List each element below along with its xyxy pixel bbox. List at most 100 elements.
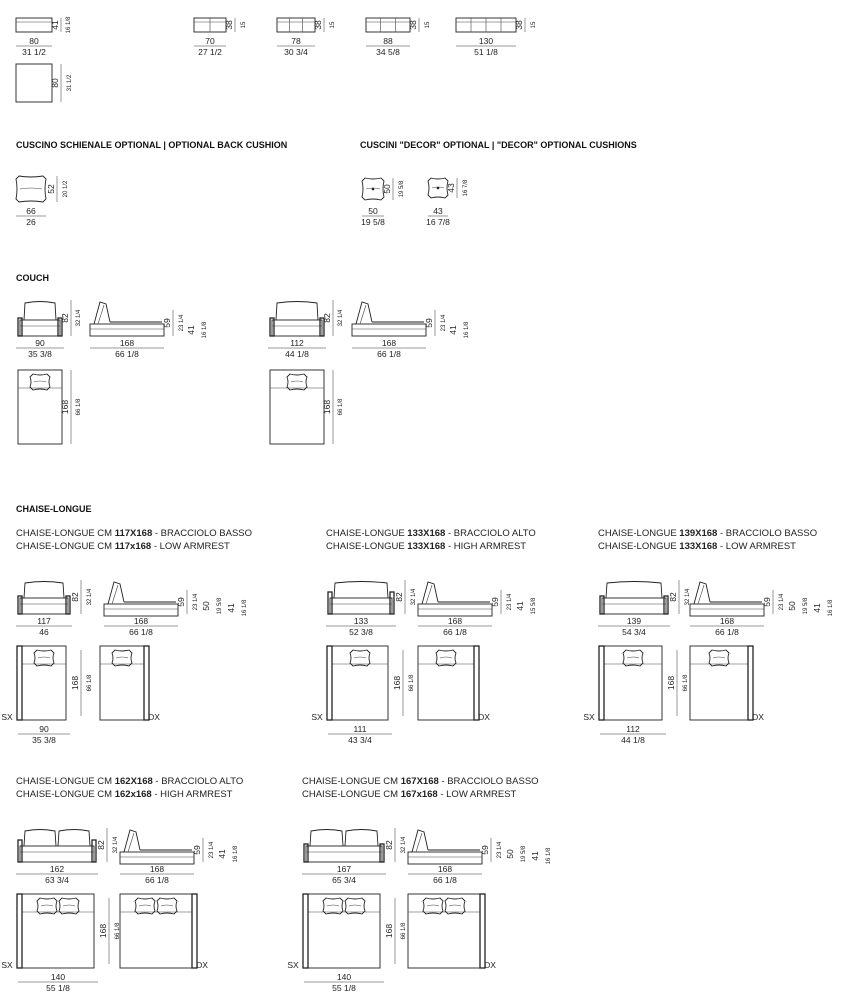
armrest [599, 595, 605, 615]
caption-prefix: CHAISE-LONGUE CM [16, 776, 115, 787]
chaise-height-in: 32 1/4 [113, 836, 119, 853]
caption-prefix: CHAISE-LONGUE CM [302, 789, 401, 800]
caption-prefix: CHAISE-LONGUE [326, 528, 407, 539]
back-cushion [23, 581, 65, 599]
chaise-seat-height-cm: 59 [192, 845, 202, 855]
chaise-width-cm: 117 [37, 616, 51, 626]
chaise-depth-in: 66 1/8 [401, 922, 407, 939]
plan-armrest [479, 893, 486, 969]
backrest [693, 581, 711, 605]
caption-size: 167x168 [401, 789, 438, 800]
chaise-plan-dx-3 [689, 645, 754, 721]
chaise-plan-width-in: 55 1/8 [46, 983, 70, 993]
couch-height-in: 32 1/4 [338, 309, 344, 326]
armrest [17, 317, 23, 337]
chaise-height-cm: 82 [384, 840, 394, 850]
chaise-width-in: 52 3/8 [349, 627, 373, 637]
chaise-plan-sx-4 [16, 893, 95, 969]
pouf-depth-cm: 80 [50, 78, 60, 88]
back-unit-width-cm: 70 [205, 36, 215, 46]
back-cushion-drawing [15, 175, 47, 203]
backrest-seam [697, 584, 705, 605]
armrest [303, 843, 309, 863]
couch-seat-height-in: 23 1/4 [441, 314, 447, 331]
chaise-side-4 [119, 829, 195, 865]
chaise-seat-cm: 41 [530, 851, 540, 861]
chaise-length-cm: 168 [150, 864, 164, 874]
back-unit-height-cm: 38 [224, 20, 234, 30]
couch-depth-cm: 168 [60, 400, 70, 414]
plan-pillow [29, 373, 51, 391]
plan-armrest [302, 893, 309, 969]
pouf-depth-in: 31 1/2 [67, 74, 73, 91]
chaise-caption-line-2: CHAISE-LONGUE CM 117x168 - LOW ARMREST [16, 541, 230, 552]
couch-width-cm: 112 [290, 338, 304, 348]
chaise-depth-cm: 168 [384, 924, 394, 938]
plan-armrest [473, 645, 480, 721]
heading-chaise-longue: CHAISE-LONGUE [16, 504, 92, 514]
plan-pillow [435, 649, 457, 667]
decor-width-in: 16 7/8 [426, 217, 450, 227]
plan-pillow-seam [37, 656, 51, 659]
couch-side-2 [351, 301, 427, 337]
couch-length-cm: 168 [382, 338, 396, 348]
chaise-caption-line-1: CHAISE-LONGUE 133X168 - BRACCIOLO ALTO [326, 528, 536, 539]
back-unit-width-cm: 130 [479, 36, 493, 46]
caption-prefix: CHAISE-LONGUE [598, 541, 679, 552]
chaise-height-cm: 82 [70, 592, 80, 602]
chaise-arm-in: 19 5/8 [521, 845, 527, 862]
plan-pillow [444, 897, 466, 915]
chaise-arm-cm: 41 [515, 601, 525, 611]
couch-length-in: 66 1/8 [115, 349, 139, 359]
couch-seat-in: 16 1/8 [464, 321, 470, 338]
back-unit-width-in: 27 1/2 [198, 47, 222, 57]
caption-armrest: - LOW ARMREST [151, 541, 230, 552]
chaise-width-in: 65 3/4 [332, 875, 356, 885]
back-cushion [23, 301, 57, 321]
armrest [389, 591, 395, 615]
plan-pillow [33, 649, 55, 667]
armrest [269, 317, 275, 337]
couch-front-1 [17, 301, 63, 337]
pouf-width-cm: 80 [29, 36, 39, 46]
plan-pillow [422, 897, 444, 915]
chaise-plan-width-cm: 140 [51, 972, 65, 982]
plan-pillow-seam [326, 904, 340, 907]
side-label-sx: SX [287, 960, 299, 970]
backrest [411, 829, 429, 853]
decor-height-cm: 50 [382, 184, 392, 194]
caption-size: 117X168 [115, 528, 153, 539]
caption-armrest: - BRACCIOLO BASSO [152, 528, 252, 539]
chaise-width-in: 46 [39, 627, 49, 637]
chaise-plan-width-in: 43 3/4 [348, 735, 372, 745]
chaise-arm-in: 15 5/8 [531, 597, 537, 614]
seat-base [19, 597, 69, 615]
back-cushion [23, 829, 57, 847]
caption-armrest: - HIGH ARMREST [445, 541, 526, 552]
chaise-seat-height-cm: 59 [762, 597, 772, 607]
plan-pillow-seam [712, 656, 726, 659]
armrest [65, 595, 71, 615]
chaise-seat-in: 16 1/8 [242, 599, 248, 616]
decor-height-in: 19 5/8 [399, 180, 405, 197]
plan-pillow-seam [138, 904, 152, 907]
chaise-seat-in: 16 1/8 [546, 847, 552, 864]
chaise-arm-in: 16 1/8 [233, 845, 239, 862]
chaise-seat-height-cm: 59 [480, 845, 490, 855]
chaise-depth-in: 66 1/8 [683, 674, 689, 691]
decor-button [371, 187, 375, 191]
chaise-caption-line-2: CHAISE-LONGUE 133X168 - LOW ARMREST [598, 541, 796, 552]
back-unit-height-cm: 38 [313, 20, 323, 30]
chaise-width-cm: 167 [337, 864, 351, 874]
armrest [379, 843, 385, 863]
plan-armrest [143, 645, 150, 721]
chaise-caption-line-1: CHAISE-LONGUE CM 167X168 - BRACCIOLO BAS… [302, 776, 539, 787]
backrest [421, 581, 439, 605]
back-unit-height-in: 15 [330, 21, 336, 28]
chaise-caption-line-2: CHAISE-LONGUE CM 167x168 - LOW ARMREST [302, 789, 517, 800]
chaise-plan-sx-3 [598, 645, 663, 721]
chaise-seat-height-in: 23 1/4 [507, 593, 513, 610]
chaise-side-3 [689, 581, 765, 617]
chaise-base [89, 323, 165, 337]
plan-pillow-seam [439, 656, 453, 659]
